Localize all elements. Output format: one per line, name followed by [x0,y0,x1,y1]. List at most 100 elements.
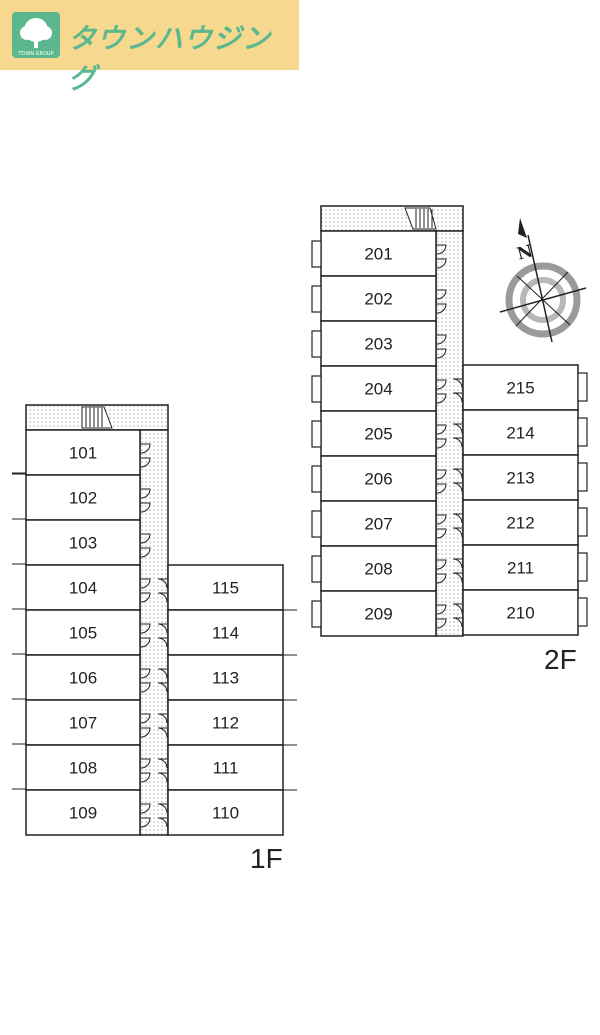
door-icon [436,438,447,449]
brand-sublabel: TOWN GROUP [17,51,53,57]
door-icon [436,604,447,615]
unit-106: 106 [25,654,141,701]
door-icon [452,378,463,389]
door-icon [436,424,447,435]
balcony [311,330,322,358]
unit-113: 113 [167,654,284,701]
door-icon [157,668,168,679]
unit-number: 112 [212,714,239,733]
unit-outline [320,590,437,637]
unit-111: 111 [167,744,284,791]
door-icon [452,423,463,434]
unit-outline [167,654,284,701]
unit-number: 212 [506,514,534,533]
unit-outline [25,429,141,476]
door-icon [140,488,151,499]
unit-outline [25,609,141,656]
door-icon [436,573,447,584]
door-icon [140,443,151,454]
floor-2-label: 2F [544,644,577,675]
door-icon [140,713,151,724]
door-icon [452,392,463,403]
unit-number: 107 [69,714,97,733]
door-icon [157,623,168,634]
unit-number: 201 [364,245,392,264]
door-icon [140,817,151,828]
door-icon [436,469,447,480]
door-icon [452,603,463,614]
unit-number: 104 [69,579,97,598]
unit-number: 103 [69,534,97,553]
door-icon [140,623,151,634]
door-icon [157,578,168,589]
unit-104: 104 [25,564,141,611]
balcony [577,507,588,537]
door-icon [140,682,151,693]
door-icon [436,289,447,300]
unit-202: 202 [320,275,437,322]
unit-112: 112 [167,699,284,746]
unit-outline [25,474,141,521]
door-icon [157,682,168,693]
stair-icon [404,207,437,230]
balcony [311,375,322,403]
door-icon [452,437,463,448]
unit-outline [320,275,437,322]
balcony [311,600,322,628]
unit-number: 213 [506,469,534,488]
unit-109: 109 [25,789,141,836]
door-icon [452,527,463,538]
unit-outline [167,564,284,611]
unit-number: 105 [69,624,97,643]
door-icon [140,758,151,769]
door-icon [436,618,447,629]
unit-outline [167,699,284,746]
unit-214: 214 [462,409,579,456]
door-icon [140,547,151,558]
unit-number: 210 [506,604,534,623]
compass-north-label: N [515,241,535,264]
unit-207: 207 [320,500,437,547]
unit-outline [25,744,141,791]
door-icon [140,457,151,468]
floor-1-label: 1F [250,843,283,874]
unit-205: 205 [320,410,437,457]
door-icon [436,393,447,404]
unit-number: 114 [212,624,239,643]
door-icon [436,334,447,345]
unit-outline [25,564,141,611]
door-icon [140,803,151,814]
unit-number: 113 [212,669,239,688]
unit-206: 206 [320,455,437,502]
unit-outline [167,789,284,836]
door-icon [436,258,447,269]
door-icon [157,713,168,724]
brand-name: タウンハウジング [68,22,272,95]
unit-outline [320,545,437,592]
balcony [577,462,588,492]
unit-number: 115 [212,579,239,598]
unit-211: 211 [462,544,579,591]
door-icon [452,572,463,583]
door-icon [436,483,447,494]
unit-number: 109 [69,804,97,823]
stair-icon [81,406,113,429]
balcony [311,285,322,313]
unit-outline [320,320,437,367]
unit-number: 211 [507,559,534,578]
unit-210: 210 [462,589,579,636]
balcony [577,372,588,402]
unit-number: 106 [69,669,97,688]
unit-215: 215 [462,364,579,411]
unit-number: 204 [364,380,392,399]
unit-number: 205 [364,425,392,444]
unit-108: 108 [25,744,141,791]
door-icon [140,533,151,544]
unit-number: 108 [69,759,97,778]
balcony [311,240,322,268]
unit-number: 215 [506,379,534,398]
door-icon [140,502,151,513]
door-icon [436,514,447,525]
door-icon [452,513,463,524]
